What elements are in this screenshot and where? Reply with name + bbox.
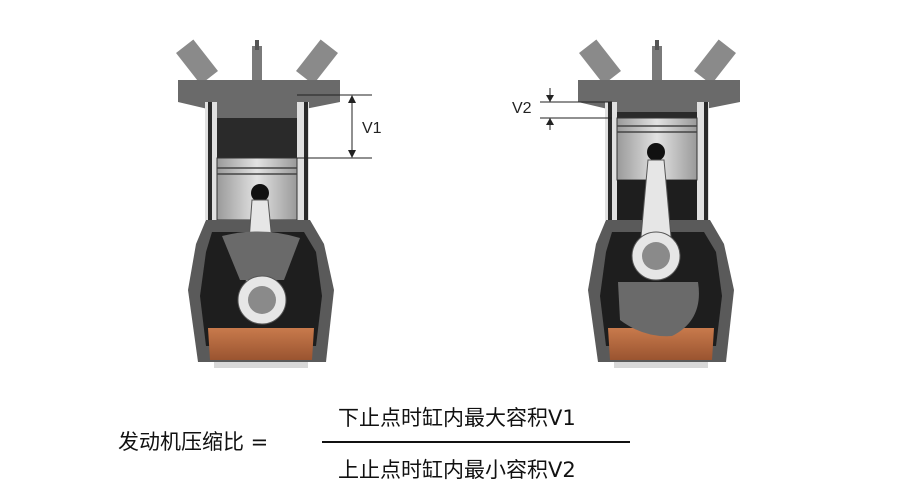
cylinder-head-right <box>578 80 740 112</box>
engine-cylinder-illustrations: V1 <box>176 39 740 368</box>
oil-sump-left <box>208 328 314 360</box>
crankshaft-left <box>222 231 300 280</box>
engine-left-bdc: V1 <box>176 39 382 368</box>
fraction-bar <box>322 441 630 443</box>
v1-dimension <box>297 94 372 159</box>
v1-label: V1 <box>362 120 382 137</box>
formula-lhs: 发动机压缩比 = <box>118 430 269 454</box>
formula-denominator: 上止点时缸内最小容积V2 <box>338 458 576 482</box>
v2-dimension <box>540 88 612 130</box>
engine-right-tdc: V2 <box>512 39 740 368</box>
valve-springs-left <box>176 39 338 86</box>
combustion-chamber-right <box>617 112 697 118</box>
combustion-chamber-left <box>217 118 297 158</box>
crankshaft-right <box>618 282 699 337</box>
formula-numerator: 下止点时缸内最大容积V1 <box>338 406 576 430</box>
v2-label: V2 <box>512 100 532 117</box>
valve-springs-right <box>579 39 736 86</box>
oil-sump-right <box>608 328 714 360</box>
cylinder-head-left <box>178 80 340 118</box>
